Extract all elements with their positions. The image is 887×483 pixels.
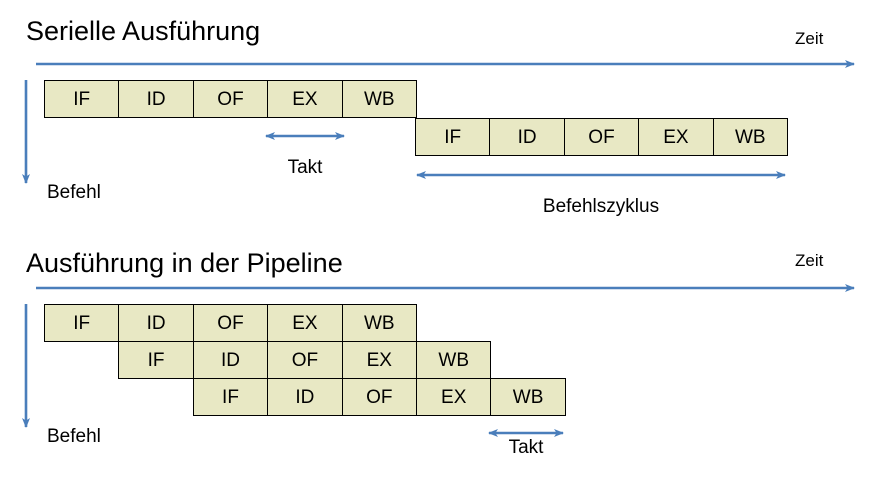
pipeline-row1-stage-id: ID <box>118 304 194 342</box>
pipeline-row1-stage-ex: EX <box>267 304 343 342</box>
serial-row2-stage-wb: WB <box>712 118 788 156</box>
serial-row2-stage-id: ID <box>489 118 565 156</box>
serial-row2-stage-ex: EX <box>638 118 714 156</box>
serial-row2-stage-of: OF <box>563 118 640 156</box>
serial-section-title: Serielle Ausführung <box>26 16 261 46</box>
serial-row1-stage-wb: WB <box>341 80 417 118</box>
pipeline-row2-stage-if: IF <box>118 341 194 379</box>
pipeline-row3-stage-if: IF <box>192 378 269 416</box>
pipeline-row2-stage-of: OF <box>267 341 343 379</box>
serial-befehlszyklus-label: Befehlszyklus <box>542 196 660 217</box>
pipeline-row3-stage-wb: WB <box>490 378 566 416</box>
pipeline-row3-stage-id: ID <box>267 378 343 416</box>
pipeline-row1-stage-if: IF <box>44 304 120 342</box>
serial-row1-stage-id: ID <box>118 80 194 118</box>
pipeline-time-axis-label: Zeit <box>795 251 824 270</box>
serial-row2-stage-if: IF <box>415 118 491 156</box>
pipeline-row2-stage-ex: EX <box>341 341 417 379</box>
pipeline-takt-label: Takt <box>508 437 544 458</box>
serial-takt-label: Takt <box>287 157 323 178</box>
pipeline-row1-stage-of: OF <box>192 304 269 342</box>
pipeline-row2-stage-id: ID <box>192 341 269 379</box>
serial-time-axis-label: Zeit <box>795 29 824 48</box>
serial-row1-stage-of: OF <box>192 80 269 118</box>
serial-row1-stage-if: IF <box>44 80 120 118</box>
pipeline-row3-stage-ex: EX <box>416 378 492 416</box>
pipeline-instruction-axis-label: Befehl <box>47 426 101 447</box>
pipeline-row1-stage-wb: WB <box>341 304 417 342</box>
pipeline-row3-stage-of: OF <box>341 378 417 416</box>
pipeline-row2-stage-wb: WB <box>416 341 492 379</box>
serial-row1-stage-ex: EX <box>267 80 343 118</box>
serial-instruction-axis-label: Befehl <box>47 182 101 203</box>
pipeline-section-title: Ausführung in der Pipeline <box>26 248 343 278</box>
